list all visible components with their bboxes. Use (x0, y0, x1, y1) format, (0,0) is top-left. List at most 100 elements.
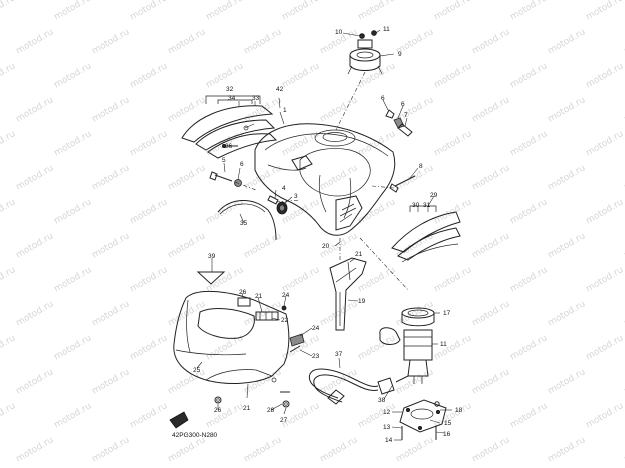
callout-9: 9 (398, 51, 402, 58)
watermark-text: motod.ru (433, 129, 474, 158)
callout-6a: 6 (381, 95, 385, 102)
watermark-text: motod.ru (167, 27, 208, 56)
watermark-text: motod.ru (129, 0, 170, 23)
watermark-text: motod.ru (129, 333, 170, 362)
watermark-text: motod.ru (129, 401, 170, 430)
watermark-text: motod.ru (509, 0, 550, 23)
watermark-text: motod.ru (319, 95, 360, 124)
watermark-text: motod.ru (319, 435, 360, 464)
watermark-text: motod.ru (53, 61, 94, 90)
watermark-text: motod.ru (471, 299, 512, 328)
callout-23: 21 (255, 293, 263, 300)
watermark-text: motod.ru (91, 95, 132, 124)
watermark-text: motod.ru (243, 435, 284, 464)
cowl-small-parts (237, 297, 305, 353)
left-fasteners (209, 143, 288, 215)
watermark-text: motod.ru (547, 299, 588, 328)
callout-43: 42 (276, 86, 284, 93)
watermark-text: motod.ru (91, 367, 132, 396)
callout-36: 33 (252, 95, 260, 102)
leader-lines (234, 71, 409, 291)
watermark-text: motod.ru (509, 401, 550, 430)
watermark-text: motod.ru (281, 0, 322, 23)
watermark-text: motod.ru (243, 231, 284, 260)
callout-29: 26 (239, 289, 247, 296)
callout-34: 31 (423, 202, 431, 209)
callout-leaders (196, 29, 452, 441)
watermark-text: motod.ru (471, 435, 512, 464)
callout-20: 19 (358, 298, 366, 305)
watermark-text: motod.ru (167, 231, 208, 260)
watermark-text: motod.ru (471, 95, 512, 124)
watermark-text: motod.ru (357, 61, 398, 90)
watermark-text: motod.ru (547, 231, 588, 260)
callout-35: 32 (226, 86, 234, 93)
callout-30: 27 (280, 417, 288, 424)
watermark-text: motod.ru (0, 333, 17, 362)
rubber-strip (217, 200, 277, 241)
watermark-text: motod.ru (433, 333, 474, 362)
callout-16: 15 (444, 420, 452, 427)
watermark-text: motod.ru (15, 435, 56, 464)
watermark-text: motod.ru (91, 435, 132, 464)
watermark-text: motod.ru (395, 367, 436, 396)
watermark-text: motod.ru (547, 27, 588, 56)
tank-bracket (329, 257, 367, 331)
watermark-text: motod.ru (585, 265, 625, 294)
watermark-text: motod.ru (585, 401, 625, 430)
watermark-text: motod.ru (0, 0, 17, 23)
watermark-text: motod.ru (319, 163, 360, 192)
callout-1: 1 (283, 107, 287, 114)
watermark-text: motod.ru (205, 401, 246, 430)
watermark-text: motod.ru (53, 333, 94, 362)
watermark-text: motod.ru (15, 95, 56, 124)
callout-2: 3 (294, 193, 298, 200)
watermark-text: motod.ru (129, 265, 170, 294)
watermark-text: motod.ru (281, 61, 322, 90)
watermark-text: motod.ru (129, 61, 170, 90)
right-side-decal-set (391, 205, 461, 263)
watermark-text: motod.ru (395, 435, 436, 464)
callout-numbers: 10 11 9 6 6 7 8 42 1 32 34 33 36 5 6 4 3… (193, 26, 463, 444)
fuel-hose (308, 368, 409, 405)
watermark-text: motod.ru (471, 27, 512, 56)
watermark-text: motod.ru (129, 129, 170, 158)
watermark-text: motod.ru (471, 367, 512, 396)
watermark-text: motod.ru (167, 367, 208, 396)
front-cowl-panel (173, 290, 290, 384)
watermark-text: motod.ru (91, 163, 132, 192)
watermark-text: motod.ru (357, 401, 398, 430)
watermark-text: motod.ru (15, 231, 56, 260)
callout-24b: 23 (312, 353, 320, 360)
watermark-text: motod.ru (15, 163, 56, 192)
watermark-text: motod.ru (471, 231, 512, 260)
watermark-text: motod.ru (15, 27, 56, 56)
callout-21a: 20 (322, 243, 330, 250)
watermark-text: motod.ru (357, 333, 398, 362)
callout-14: 13 (383, 424, 391, 431)
watermark-text: motod.ru (15, 299, 56, 328)
watermark-text: motod.ru (585, 129, 625, 158)
watermark-text: motod.ru (0, 197, 17, 226)
watermark-text: motod.ru (509, 61, 550, 90)
watermark-text: motod.ru (0, 401, 17, 430)
watermark-text: motod.ru (53, 265, 94, 294)
watermark-text: motod.ru (281, 265, 322, 294)
callout-6b: 6 (401, 101, 405, 108)
callout-24a: 22 (281, 317, 289, 324)
callout-22: 21 (243, 405, 251, 412)
watermark-text: motod.ru (433, 197, 474, 226)
watermark-text: motod.ru (509, 129, 550, 158)
watermark-text: motod.ru (585, 333, 625, 362)
callout-31: 28 (267, 407, 275, 414)
watermark-text: motod.ru (547, 435, 588, 464)
watermark-text: motod.ru (91, 27, 132, 56)
watermark-text: motod.ru (357, 0, 398, 23)
watermark-text: motod.ru (547, 95, 588, 124)
watermark-text: motod.ru (15, 367, 56, 396)
watermark-text: motod.ru (281, 401, 322, 430)
watermark-text: motod.ru (167, 95, 208, 124)
watermark-text: motod.ru (129, 197, 170, 226)
